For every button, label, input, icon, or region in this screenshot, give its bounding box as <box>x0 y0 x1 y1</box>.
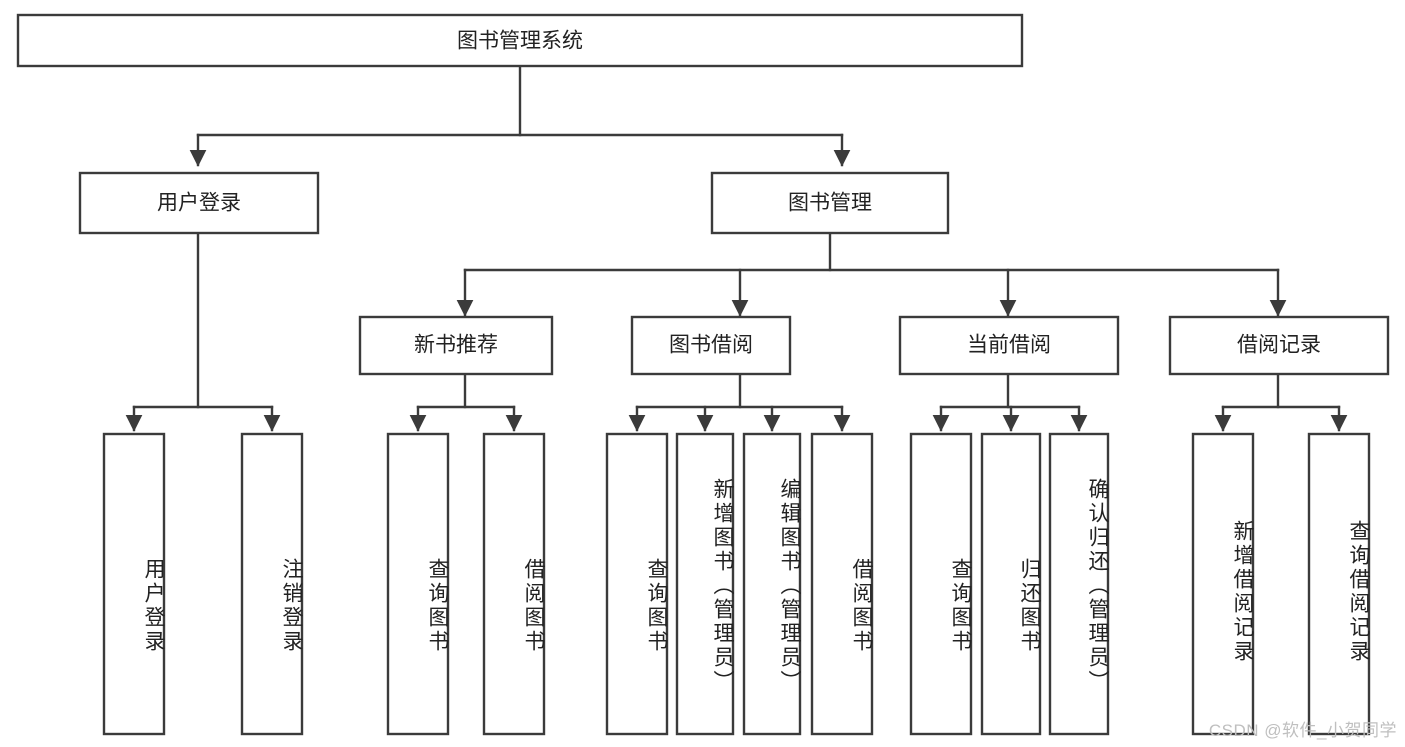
node-new-book-recommend-box[interactable] <box>358 315 554 376</box>
node-book-management-box[interactable] <box>710 171 950 235</box>
connector-group-book-mgmt <box>456 231 1287 317</box>
leaf-box-current-borrow-1[interactable] <box>980 432 1042 736</box>
connector-group-user-login <box>125 231 281 432</box>
node-user-login-box[interactable] <box>78 171 320 235</box>
leaf-box-current-borrow-2[interactable] <box>1048 432 1110 736</box>
connector-group-new-book <box>409 372 523 432</box>
node-current-borrow-label: 当前借阅 <box>967 334 1051 357</box>
node-book-borrow[interactable]: 图书借阅 <box>630 315 792 376</box>
leaf-box-book-borrow-3[interactable] <box>810 432 874 736</box>
leaf-box-current-borrow-0[interactable] <box>909 432 973 736</box>
connector-group-borrow-record <box>1214 372 1348 432</box>
node-book-management-label: 图书管理 <box>788 192 872 215</box>
node-current-borrow-box[interactable] <box>898 315 1120 376</box>
watermark-text: CSDN @软件_小贺同学 <box>1208 721 1397 740</box>
leaf-box-borrow-record-0[interactable] <box>1191 432 1255 736</box>
leaf-box-borrow-record-1[interactable] <box>1307 432 1371 736</box>
node-borrow-record-label: 借阅记录 <box>1237 334 1321 357</box>
node-user-login-label: 用户登录 <box>157 192 241 215</box>
leaf-box-book-borrow-0[interactable] <box>605 432 669 736</box>
node-book-borrow-label: 图书借阅 <box>669 334 753 357</box>
node-root-box[interactable] <box>16 13 1024 68</box>
node-book-borrow-box[interactable] <box>630 315 792 376</box>
node-root-label: 图书管理系统 <box>457 30 583 53</box>
node-borrow-record-box[interactable] <box>1168 315 1390 376</box>
leaf-box-book-borrow-1[interactable] <box>675 432 735 736</box>
connector-group-book-borrow <box>628 372 851 432</box>
node-new-book-recommend[interactable]: 新书推荐 <box>358 315 554 376</box>
leaf-box-new-book-1[interactable] <box>482 432 546 736</box>
node-root[interactable]: 图书管理系统 <box>16 13 1024 68</box>
leaf-box-user-login-1[interactable] <box>240 432 304 736</box>
node-book-management[interactable]: 图书管理 <box>710 171 950 235</box>
node-new-book-recommend-label: 新书推荐 <box>414 334 498 357</box>
connector-group-root <box>189 64 851 167</box>
leaf-boxes <box>102 432 1371 736</box>
leaf-box-new-book-0[interactable] <box>386 432 450 736</box>
leaf-box-book-borrow-2[interactable] <box>742 432 802 736</box>
leaf-box-user-login-0[interactable] <box>102 432 166 736</box>
connector-group-current-borrow <box>932 372 1088 432</box>
node-user-login[interactable]: 用户登录 <box>78 171 320 235</box>
node-borrow-record[interactable]: 借阅记录 <box>1168 315 1390 376</box>
node-current-borrow[interactable]: 当前借阅 <box>898 315 1120 376</box>
